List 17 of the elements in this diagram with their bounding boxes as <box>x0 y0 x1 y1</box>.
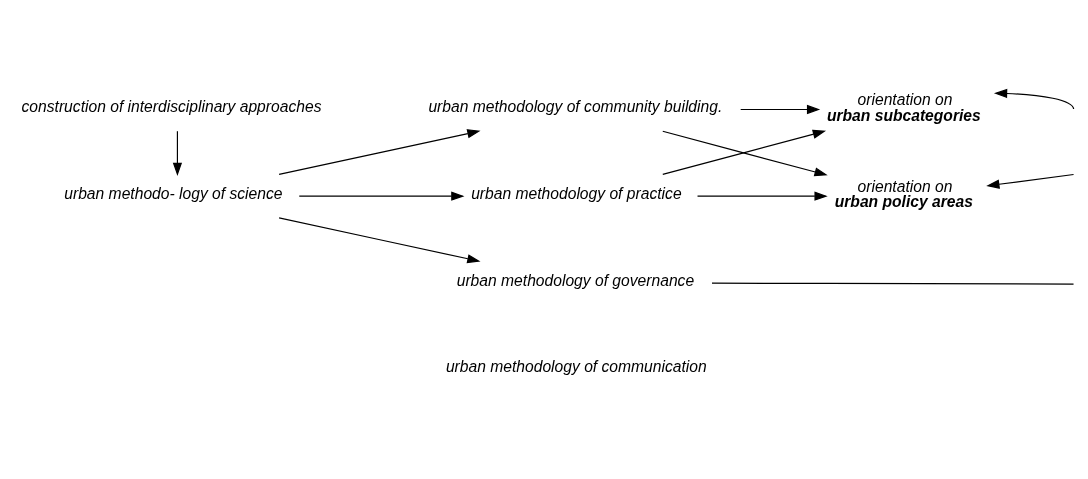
arrow <box>993 88 1075 110</box>
node-text: urban methodology of community building. <box>428 98 723 116</box>
node-text: orientation on urban subcategories <box>826 91 981 124</box>
arrow <box>278 129 481 175</box>
arrow <box>298 191 465 201</box>
arrow <box>740 104 821 115</box>
node-text: construction of interdisciplinary approaches <box>21 98 322 116</box>
arrow <box>986 173 1075 189</box>
arrow <box>696 191 828 201</box>
connector <box>711 282 1075 285</box>
node-text: urban methodo- logy of science <box>64 185 283 203</box>
node-text: urban methodology of governance <box>456 271 695 289</box>
arrow <box>172 130 183 176</box>
node-text: orientation on urban policy areas <box>834 177 973 211</box>
arrow <box>278 217 481 264</box>
node-text: urban methodology of practice <box>471 185 682 203</box>
node-text: urban methodology of communication <box>445 358 707 376</box>
